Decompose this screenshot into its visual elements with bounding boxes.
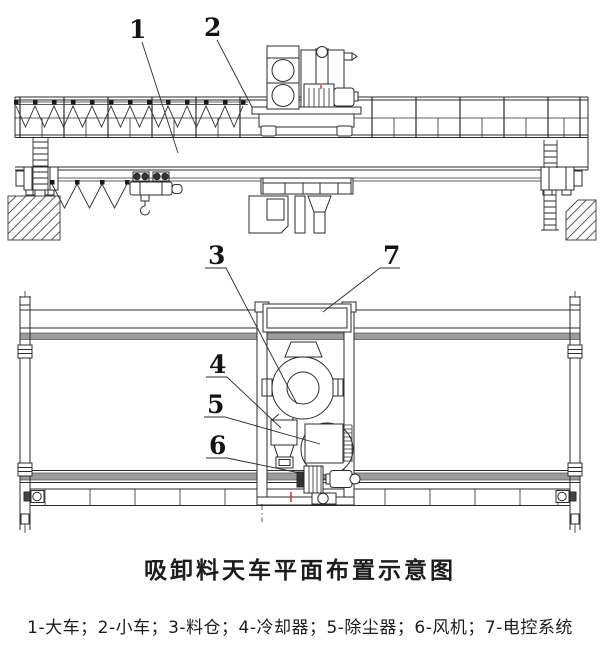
crane-diagram: 1 2 <box>7 13 597 533</box>
plan-view: 3 7 4 5 6 <box>17 241 583 533</box>
plan-end-carriage-right <box>567 291 583 533</box>
hopper-side-tabs <box>261 378 344 397</box>
wall-support-right <box>565 199 597 241</box>
suction-assembly <box>248 177 354 234</box>
festoon-cable-bottom <box>50 180 130 209</box>
figure-caption: 吸卸料天车平面布置示意图 <box>144 558 456 584</box>
festoon-cable-top <box>14 100 248 129</box>
leader-5 <box>204 416 321 445</box>
fan-unit <box>261 465 361 522</box>
callout-leaders-plan <box>204 267 400 474</box>
leader-7 <box>322 267 400 313</box>
wall-support-left <box>7 195 61 241</box>
festoon-clips <box>14 100 246 105</box>
maintenance-hoist <box>129 171 183 216</box>
railing-posts <box>19 97 581 137</box>
callout-5: 5 <box>207 390 224 419</box>
callout-7: 7 <box>383 241 400 270</box>
control-cabinet <box>262 303 352 333</box>
end-truck-left <box>15 166 59 196</box>
callout-4: 4 <box>209 350 226 379</box>
leader-2 <box>216 39 253 108</box>
cooler <box>270 419 298 469</box>
leader-4 <box>206 376 282 429</box>
travel-drive-right <box>555 490 577 503</box>
dust-collector <box>300 422 354 476</box>
leader-6 <box>206 457 301 474</box>
pump-block <box>303 83 335 108</box>
callout-3: 3 <box>208 241 225 270</box>
callout-2: 2 <box>204 13 221 42</box>
figure-legend: 1-大车；2-小车；3-料仓；4-冷却器；5-除尘器；6-风机；7-电控系统 <box>27 618 573 638</box>
ladder-right-lower <box>541 190 559 231</box>
travel-drive-left <box>23 490 45 503</box>
crane-rail-top <box>19 332 581 340</box>
trolley-motor <box>333 87 359 107</box>
leader-3 <box>205 267 298 405</box>
fan-stack <box>266 45 300 110</box>
callout-6: 6 <box>209 431 226 460</box>
elevation-view: 1 2 <box>7 13 597 241</box>
callout-leaders-elevation <box>141 39 253 154</box>
leader-1 <box>141 41 179 154</box>
ladder-left <box>32 137 49 195</box>
filter-fins <box>343 424 353 462</box>
end-truck-right <box>540 166 583 196</box>
plan-end-carriage-left <box>17 291 33 533</box>
callout-1: 1 <box>129 15 146 44</box>
hopper <box>261 341 344 421</box>
trolley-elevation <box>251 45 362 137</box>
ladder-right-upper <box>543 140 558 168</box>
